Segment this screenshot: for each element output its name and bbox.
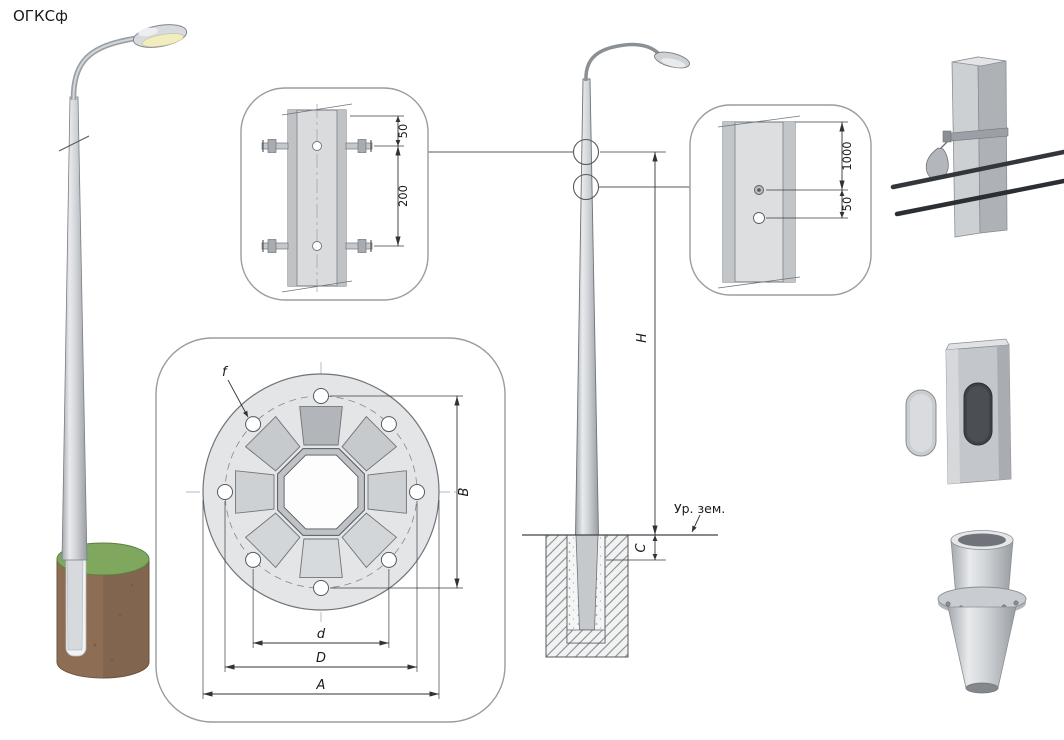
flange-bolt-hole <box>409 484 425 500</box>
suspension-cable-upper <box>890 149 1064 190</box>
dim-label-hole-diameter: f <box>222 365 229 380</box>
pole-shaft-elevation <box>575 78 599 536</box>
foundation-cylinder <box>56 542 150 679</box>
break-line-bottom <box>281 280 353 293</box>
ring-bolt <box>945 601 951 607</box>
flange-bolt-hole <box>380 551 397 568</box>
base-weld-detail-callout: 50 200 <box>240 87 429 301</box>
break-line-top <box>717 115 801 128</box>
pole-shaft <box>61 96 88 561</box>
shaft-break-mark <box>58 135 90 152</box>
ground-level-arrow <box>691 514 701 533</box>
cable-clamp-render <box>890 56 1064 238</box>
foundation-section <box>545 534 629 658</box>
shell-bottom <box>965 682 999 694</box>
flange-plan-callout: f B d D A <box>155 337 506 723</box>
flange-bolt-hole <box>313 580 329 596</box>
detail-callout-circle-lower <box>572 173 600 201</box>
lamp-head <box>132 24 188 48</box>
hole-leader-line <box>227 379 249 418</box>
square-pole-left-face <box>951 56 981 238</box>
dim-label-bolt-spacing: 200 <box>396 185 410 207</box>
dim-label-bolt-offset: 50 <box>396 124 410 139</box>
gusset-plate <box>367 470 407 514</box>
page-title: ОГКСф <box>13 7 68 25</box>
shell-skirt <box>947 606 1017 689</box>
square-pole-top-face <box>951 56 1007 67</box>
gusset-plate <box>299 538 343 578</box>
door-cover-highlight <box>910 394 932 452</box>
lamp-head-elevation <box>654 51 690 69</box>
clamp-lug <box>942 130 952 143</box>
pole-embedded-part <box>66 555 84 651</box>
ground-level-label: Ур. зем. <box>674 501 725 516</box>
dim-label-hole-offset: 50 <box>840 197 854 212</box>
bolt-hole <box>312 141 322 151</box>
bolt-hole <box>312 241 322 251</box>
suspension-cable-lower <box>894 178 1064 217</box>
access-door-render <box>905 338 1012 485</box>
grout-plug <box>566 629 606 644</box>
pole-photo-render <box>56 24 188 679</box>
pole-embedded-section <box>575 534 599 631</box>
dim-label-C: C <box>634 543 649 553</box>
flange-bolt-hole <box>217 484 233 500</box>
foundation-shell-render <box>937 530 1027 694</box>
dim-label-A: A <box>316 678 326 693</box>
pole-elevation-drawing: H Ур. зем. C <box>522 42 725 658</box>
dim-label-B: B <box>457 487 472 496</box>
lamp-arm-elevation <box>584 42 660 82</box>
dim-label-H: H <box>635 333 650 343</box>
ring-bolt <box>1013 600 1019 606</box>
flange-bolt-hole <box>380 416 397 433</box>
fixing-bolt-center <box>757 188 761 192</box>
gusset-plate <box>235 470 275 514</box>
detail-callout-circle-upper <box>572 138 600 166</box>
break-line-bottom <box>717 276 801 289</box>
pole-section-right-facet <box>997 345 1011 480</box>
flange-bolt-hole <box>245 551 262 568</box>
break-line-top <box>281 103 353 116</box>
dim-label-D: D <box>316 651 326 666</box>
flange-bolt-hole <box>245 416 262 433</box>
door-opening-shade <box>967 386 989 442</box>
dim-label-d: d <box>317 627 326 642</box>
upper-holes-callout: 1000 50 <box>689 104 872 296</box>
flange-bolt-hole <box>313 388 329 404</box>
dim-label-hole-spacing: 1000 <box>840 141 854 170</box>
pole-tube-inner-octagon <box>283 454 359 530</box>
pole-section-left-facet <box>946 349 960 484</box>
shell-top-cavity <box>958 533 1006 547</box>
gusset-plate <box>299 406 343 446</box>
square-pole-right-face <box>977 56 1008 234</box>
fixing-hole <box>753 212 765 224</box>
